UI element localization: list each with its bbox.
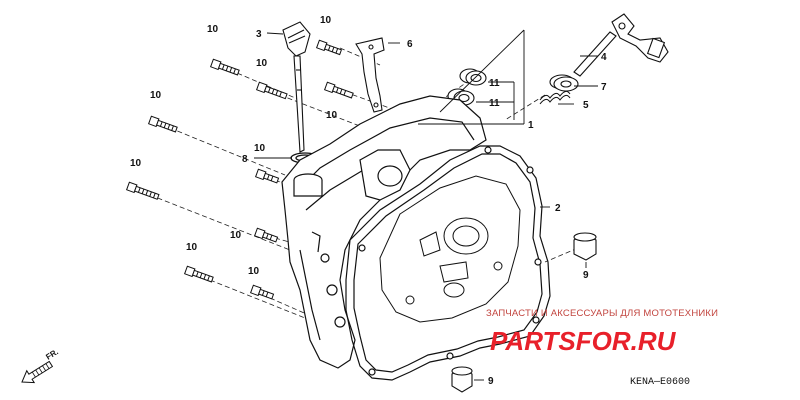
bolt-icon — [209, 58, 240, 76]
diagram-code: KENA—E0600 — [630, 377, 690, 388]
callout-6: 6 — [407, 39, 413, 50]
dowel-pin-icon — [573, 232, 597, 261]
callout-5: 5 — [583, 100, 589, 111]
callout-10: 10 — [248, 266, 260, 277]
callout-7: 7 — [601, 82, 607, 93]
callout-2: 2 — [555, 203, 561, 214]
front-label: FR. — [44, 347, 60, 361]
arrow-icon — [21, 360, 54, 384]
oil-seal-part — [549, 74, 579, 92]
dipstick-part — [282, 21, 311, 153]
bolt-icon — [249, 284, 275, 300]
callout-10: 10 — [326, 110, 338, 121]
callout-10: 10 — [130, 158, 142, 169]
gasket-part — [345, 145, 551, 381]
bearing-parts — [447, 68, 487, 106]
callout-11: 11 — [489, 98, 500, 109]
bolt-icon — [183, 265, 214, 283]
callout-3: 3 — [256, 29, 262, 40]
bolt-parts — [125, 39, 354, 300]
callout-10: 10 — [186, 242, 198, 253]
watermark-text: ЗАПЧАСТИ И АКСЕССУАРЫ ДЛЯ МОТОТЕХНИКИ — [486, 308, 718, 319]
callout-4: 4 — [601, 52, 607, 63]
dowel-pin-icon — [451, 366, 473, 393]
bracket-part — [355, 37, 385, 113]
bolt-icon — [125, 181, 160, 200]
callout-1: 1 — [528, 120, 534, 131]
bolt-icon — [253, 227, 279, 243]
bolt-icon — [323, 81, 354, 99]
bolt-icon — [254, 168, 280, 184]
callout-10: 10 — [320, 15, 332, 26]
callout-9: 9 — [488, 376, 494, 387]
callout-9: 9 — [583, 270, 589, 281]
watermark-logo: PARTSFOR.RU — [490, 326, 677, 356]
front-direction-indicator: FR. — [21, 347, 60, 384]
callout-10: 10 — [254, 143, 266, 154]
callout-11: 11 — [489, 78, 500, 89]
bolt-icon — [255, 81, 288, 100]
callout-labels: 3 6 4 7 5 8 1 2 11 11 9 9 10 10 10 10 10… — [130, 15, 607, 387]
shaft-part — [573, 13, 669, 77]
watermark: ЗАПЧАСТИ И АКСЕССУАРЫ ДЛЯ МОТОТЕХНИКИ PA… — [486, 308, 718, 356]
spring-part — [539, 90, 571, 105]
crankcase-cover-part — [281, 95, 487, 369]
callout-10: 10 — [256, 58, 268, 69]
callout-8: 8 — [242, 154, 248, 165]
callout-10: 10 — [150, 90, 162, 101]
dowel-pin-parts — [451, 232, 597, 393]
bolt-icon — [315, 39, 343, 56]
bolt-icon — [147, 115, 178, 133]
cover-inner-detail — [379, 175, 521, 323]
callout-leaders — [254, 29, 598, 381]
callout-10: 10 — [207, 24, 219, 35]
callout-10: 10 — [230, 230, 242, 241]
